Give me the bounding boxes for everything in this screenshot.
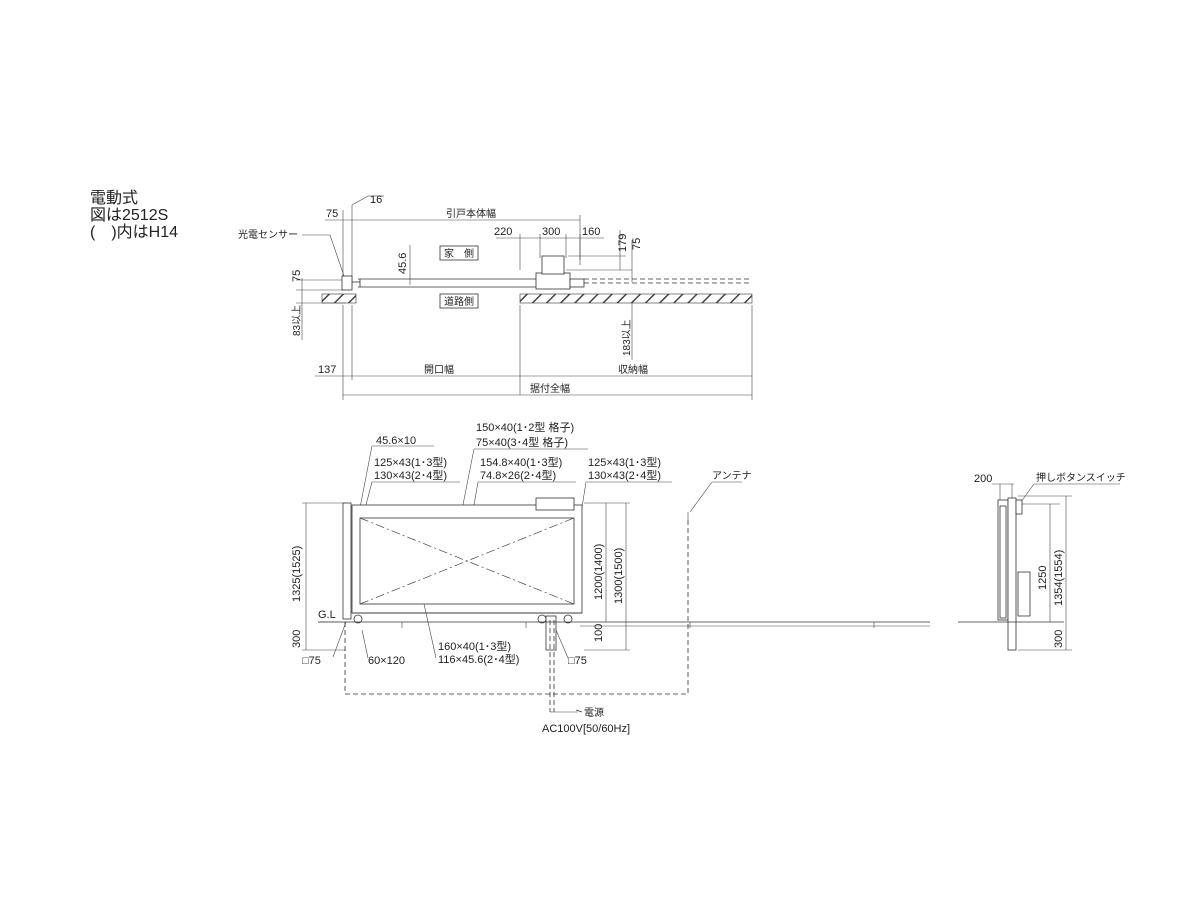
dim-16: 16 — [370, 194, 382, 206]
height-1325: 1325(1525) — [291, 546, 303, 602]
antenna-label: アンテナ — [712, 470, 752, 482]
dim-300: 300 — [542, 226, 560, 238]
bottom-rail-size-2: 116×45.6(2･4型) — [438, 652, 519, 666]
road-side-label: 道路側 — [444, 295, 474, 308]
heading-type: 電動式 — [90, 190, 139, 207]
dim-45-6x10: 45.6×10 — [376, 435, 416, 447]
total-width-label: 据付全幅 — [530, 382, 570, 395]
mid-frame-size-1: 154.8×40(1･3型) — [480, 455, 562, 469]
dim-137: 137 — [318, 364, 336, 376]
dim-75-top: 75 — [326, 208, 338, 220]
grid-size-2: 75×40(3･4型 格子) — [476, 435, 568, 449]
right-frame-size-2: 130×43(2･4型) — [588, 468, 661, 482]
right-post-size: □75 — [568, 655, 587, 667]
side-view — [958, 483, 1120, 651]
plan-view — [296, 195, 753, 400]
height-100: 100 — [593, 624, 605, 642]
dim-83-min: 83以上 — [291, 305, 303, 336]
left-frame-size-2: 130×43(2･4型) — [374, 468, 447, 482]
height-300-left: 300 — [291, 630, 303, 648]
height-1200: 1200(1400) — [593, 544, 605, 600]
dim-75-right: 75 — [631, 238, 643, 250]
height-300-side: 300 — [1053, 630, 1065, 648]
opening-width-label: 開口幅 — [424, 363, 454, 376]
power-spec: AC100V[50/60Hz] — [542, 723, 630, 735]
dim-200: 200 — [974, 473, 992, 485]
dim-183-min: 183以上 — [621, 319, 633, 356]
ground-level-label: G.L — [318, 609, 336, 621]
photo-sensor-label: 光電センサー — [238, 228, 298, 241]
heading-note: ( )内はH14 — [90, 224, 179, 241]
hikido-width-label: 引戸本体幅 — [446, 207, 496, 220]
height-1250: 1250 — [1037, 566, 1049, 590]
height-1300: 1300(1500) — [613, 548, 625, 604]
left-frame-size-1: 125×43(1･3型) — [374, 455, 447, 469]
dim-60x120: 60×120 — [368, 655, 405, 667]
storage-width-label: 収納幅 — [618, 363, 648, 376]
drawing-heading: 電動式 図は2512S ( )内はH14 — [90, 190, 178, 241]
push-button-label: 押しボタンスイッチ — [1036, 471, 1126, 484]
dim-75-left: 75 — [291, 270, 303, 282]
heading-model: 図は2512S — [90, 207, 169, 224]
power-label: 電源 — [584, 706, 604, 719]
grid-size-1: 150×40(1･2型 格子) — [476, 420, 574, 434]
dim-160: 160 — [582, 226, 600, 238]
mid-frame-size-2: 74.8×26(2･4型) — [480, 468, 556, 482]
right-frame-size-1: 125×43(1･3型) — [588, 455, 661, 469]
dim-45-6: 45.6 — [397, 253, 409, 274]
front-elevation — [302, 445, 930, 713]
house-side-label: 家 側 — [444, 247, 474, 260]
height-1354: 1354(1554) — [1053, 550, 1065, 606]
bottom-rail-size-1: 160×40(1･3型) — [438, 639, 511, 653]
dim-220: 220 — [494, 226, 512, 238]
dim-179: 179 — [617, 234, 629, 252]
left-post-size: □75 — [302, 655, 321, 667]
